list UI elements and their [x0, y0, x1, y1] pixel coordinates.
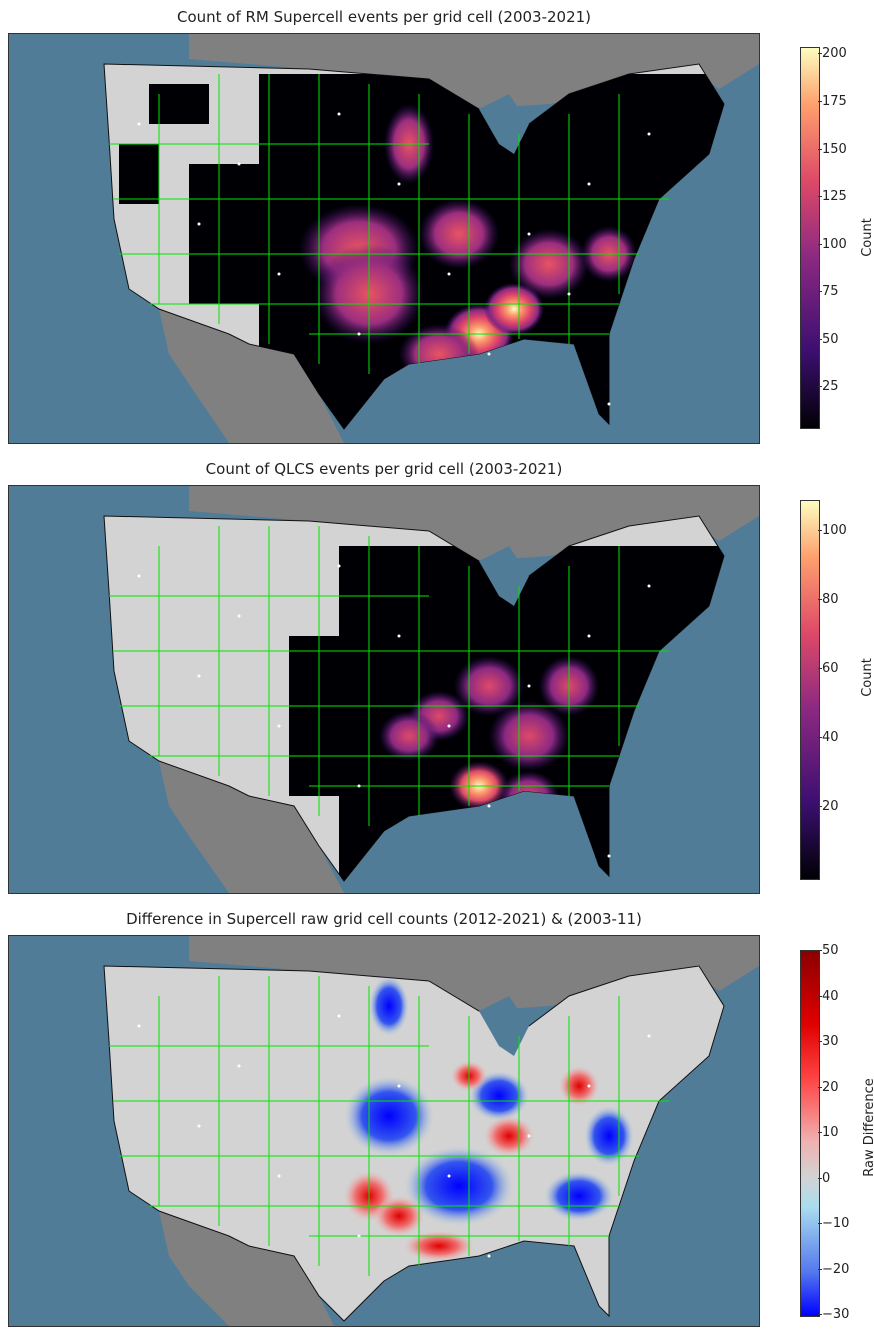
panel-c-tick: 30 [818, 1034, 839, 1049]
great-lakes [479, 546, 529, 606]
panel-b-colorbar-label: Count [859, 658, 874, 697]
panel-c-tick: 10 [818, 1125, 839, 1140]
panel-a-map [8, 33, 760, 444]
panel-c-colorbar [800, 950, 820, 1317]
panel-a-title: Count of RM Supercell events per grid ce… [176, 8, 592, 26]
panel-b-map-svg [9, 486, 759, 893]
panel-a-map-svg [9, 34, 759, 443]
panel-c-tick: −30 [817, 1307, 850, 1322]
panel-b-tick: 80 [818, 592, 839, 607]
panel-a-tick: 175 [818, 94, 847, 109]
panel-c-tick: −20 [817, 1262, 850, 1277]
mexico-land [159, 761, 344, 893]
panel-a-tick: 125 [818, 189, 847, 204]
boundary-lines [109, 74, 669, 374]
panel-c-tick: 50 [818, 943, 839, 958]
great-lakes [479, 996, 529, 1056]
panel-b: Count of QLCS events per grid cell (2003… [0, 445, 874, 895]
panel-b-tick: 20 [818, 799, 839, 814]
panel-c-map [8, 935, 760, 1327]
station-dots [137, 112, 651, 406]
boundary-lines [109, 976, 669, 1276]
panel-b-tick: 40 [818, 730, 839, 745]
panel-c-title: Difference in Supercell raw grid cell co… [126, 910, 642, 928]
panel-b-map [8, 485, 760, 894]
mexico-land [159, 309, 344, 443]
station-dots [137, 1014, 651, 1258]
panel-a-tick: 200 [818, 46, 847, 61]
panel-a-colorbar [800, 47, 820, 429]
panel-a-tick: 100 [818, 237, 847, 252]
panel-a-colorbar-label: Count [859, 218, 874, 257]
panel-c: Difference in Supercell raw grid cell co… [0, 895, 874, 1332]
boundary-lines [109, 526, 669, 826]
panel-c-tick: 20 [818, 1080, 839, 1095]
great-lakes [479, 94, 529, 154]
station-dots [137, 564, 651, 858]
panel-b-title: Count of QLCS events per grid cell (2003… [205, 460, 563, 478]
panel-b-tick: 60 [818, 661, 839, 676]
panel-c-tick: 0 [817, 1171, 831, 1186]
panel-c-tick: 40 [818, 989, 839, 1004]
panel-c-tick: −10 [817, 1216, 850, 1231]
panel-a: Count of RM Supercell events per grid ce… [0, 0, 874, 445]
panel-a-tick: 25 [818, 379, 839, 394]
panel-c-colorbar-label: Raw Difference [861, 1078, 874, 1177]
panel-a-tick: 75 [818, 284, 839, 299]
panel-b-colorbar [800, 500, 820, 880]
panel-a-tick: 150 [818, 142, 847, 157]
panel-c-map-svg [9, 936, 759, 1326]
mexico-land [159, 1211, 334, 1326]
panel-a-tick: 50 [818, 332, 839, 347]
panel-b-tick: 100 [818, 523, 847, 538]
